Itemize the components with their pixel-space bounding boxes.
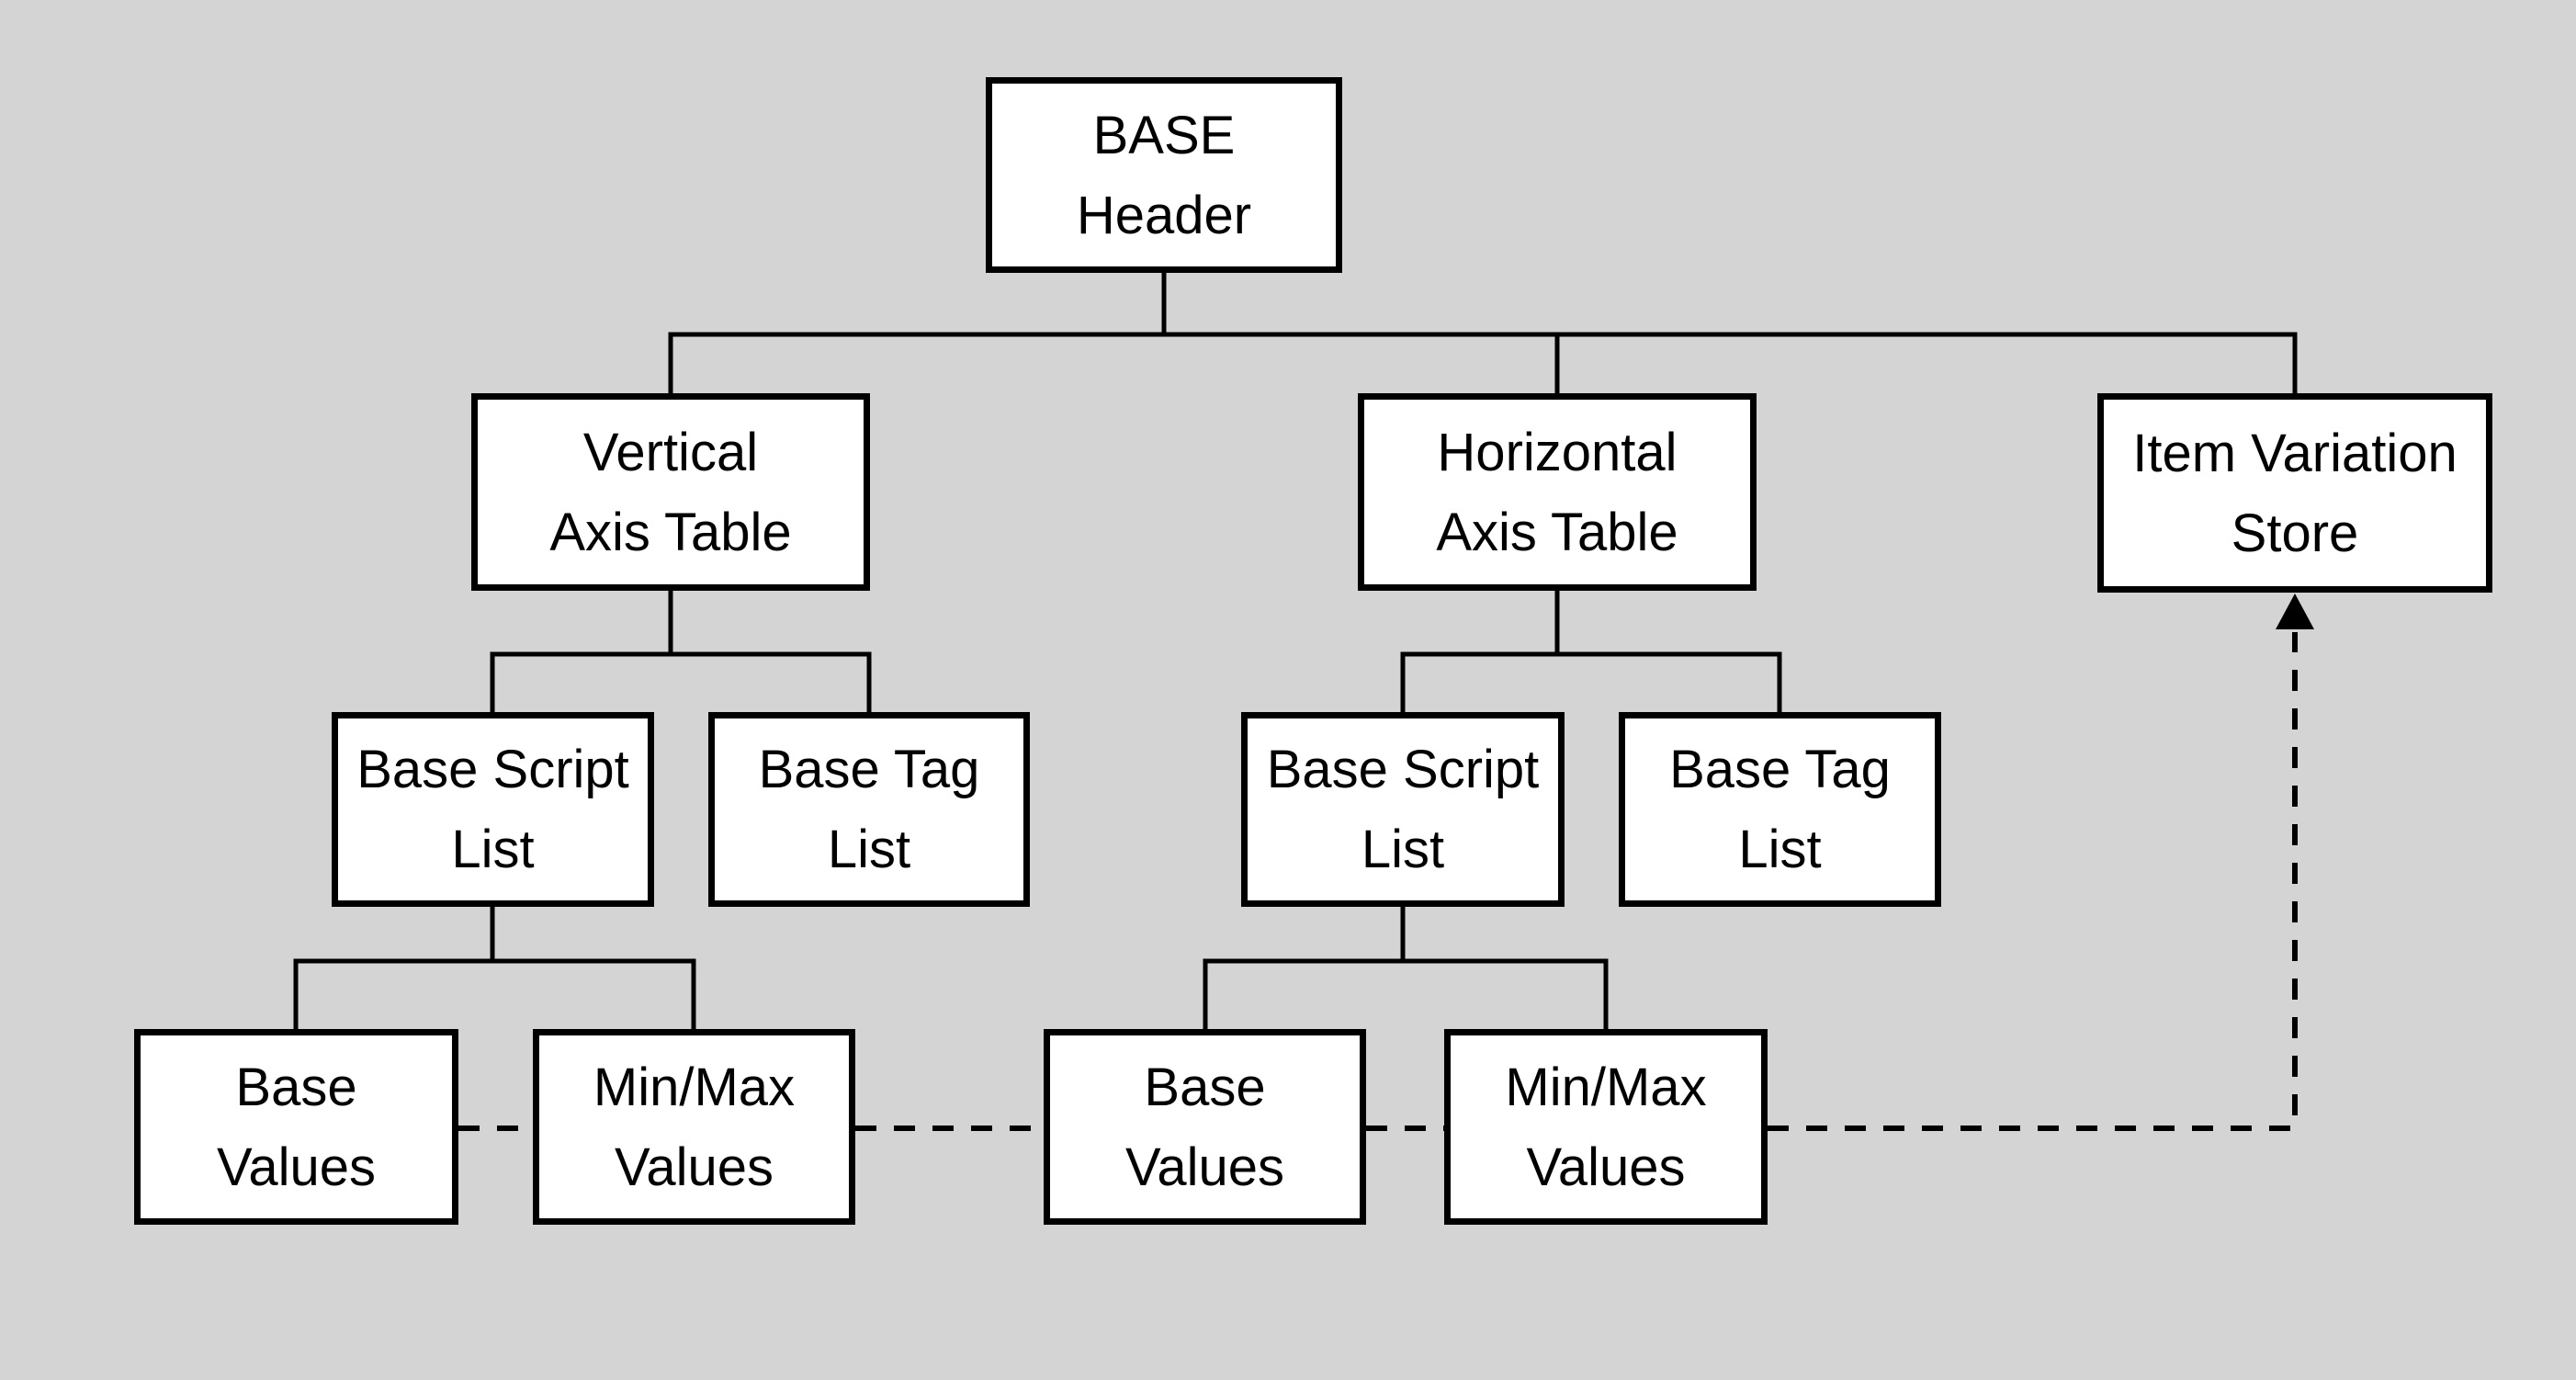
tree-connector-base-script-vertical (293, 904, 696, 1032)
node-horizontal-axis-table: Horizontal Axis Table (1358, 393, 1757, 591)
node-label: Base Script List (356, 740, 629, 879)
tree-connector-base-script-horizontal (1203, 904, 1609, 1032)
tree-connector-horizontal-axis (1400, 588, 1782, 715)
node-label: Item Variation Store (2132, 423, 2457, 563)
node-base-tag-list-vertical: Base Tag List (708, 712, 1030, 907)
node-base-values-horizontal: Base Values (1044, 1029, 1366, 1225)
node-label: Base Tag List (758, 740, 980, 879)
node-vertical-axis-table: Vertical Axis Table (471, 393, 870, 591)
node-item-variation-store: Item Variation Store (2097, 393, 2492, 593)
node-base-values-vertical: Base Values (134, 1029, 458, 1225)
node-label: Vertical Axis Table (549, 422, 792, 562)
node-base-script-list-vertical: Base Script List (332, 712, 654, 907)
node-label: Base Script List (1266, 740, 1540, 879)
dashed-link-line (458, 632, 2298, 1131)
tree-connector-level1 (668, 270, 2298, 396)
node-base-script-list-horizontal: Base Script List (1241, 712, 1565, 907)
node-label: Horizontal Axis Table (1436, 422, 1678, 562)
node-base-header: BASE Header (986, 77, 1342, 273)
node-label: Base Values (1124, 1057, 1285, 1197)
dashed-arrowhead (2276, 594, 2314, 629)
tree-connector-vertical-axis (490, 588, 872, 715)
node-minmax-values-vertical: Min/Max Values (533, 1029, 855, 1225)
node-label: Base Values (216, 1057, 377, 1197)
node-label: Base Tag List (1669, 740, 1891, 879)
node-label: BASE Header (1076, 105, 1252, 245)
node-base-tag-list-horizontal: Base Tag List (1619, 712, 1941, 907)
node-label: Min/Max Values (593, 1057, 796, 1197)
node-label: Min/Max Values (1505, 1057, 1707, 1197)
node-minmax-values-horizontal: Min/Max Values (1444, 1029, 1768, 1225)
